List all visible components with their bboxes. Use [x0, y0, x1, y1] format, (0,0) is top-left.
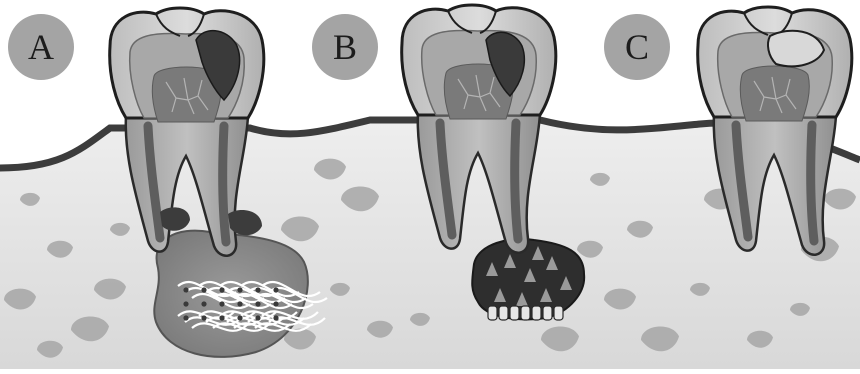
- cell-dot: [237, 287, 242, 292]
- cell-dot: [201, 315, 206, 320]
- cell-dot: [183, 287, 188, 292]
- panel-label-a: A: [8, 14, 74, 80]
- cell-dot: [219, 287, 224, 292]
- cell-dot: [273, 315, 278, 320]
- cell-dot: [273, 301, 278, 306]
- cell-dot: [255, 287, 260, 292]
- border-cell: [554, 306, 563, 320]
- cell-dot: [255, 315, 260, 320]
- panel-label-b: B: [312, 14, 378, 80]
- panel-label-b-text: B: [312, 14, 378, 80]
- cell-dot: [201, 287, 206, 292]
- cell-dot: [183, 315, 188, 320]
- panel-label-c-text: C: [604, 14, 670, 80]
- cell-dot: [201, 301, 206, 306]
- abscess-lesion: [472, 239, 584, 320]
- cell-dot: [237, 315, 242, 320]
- panel-label-c: C: [604, 14, 670, 80]
- cell-dot: [255, 301, 260, 306]
- border-cell: [521, 306, 530, 320]
- cell-dot: [183, 301, 188, 306]
- cell-dot: [219, 315, 224, 320]
- border-cell: [543, 306, 552, 320]
- panel-label-a-text: A: [8, 14, 74, 80]
- cell-dot: [273, 287, 278, 292]
- cell-dot: [219, 301, 224, 306]
- border-cell: [510, 306, 519, 320]
- abscess-border-cells: [488, 306, 563, 320]
- border-cell: [488, 306, 497, 320]
- cell-dot: [237, 301, 242, 306]
- border-cell: [532, 306, 541, 320]
- border-cell: [499, 306, 508, 320]
